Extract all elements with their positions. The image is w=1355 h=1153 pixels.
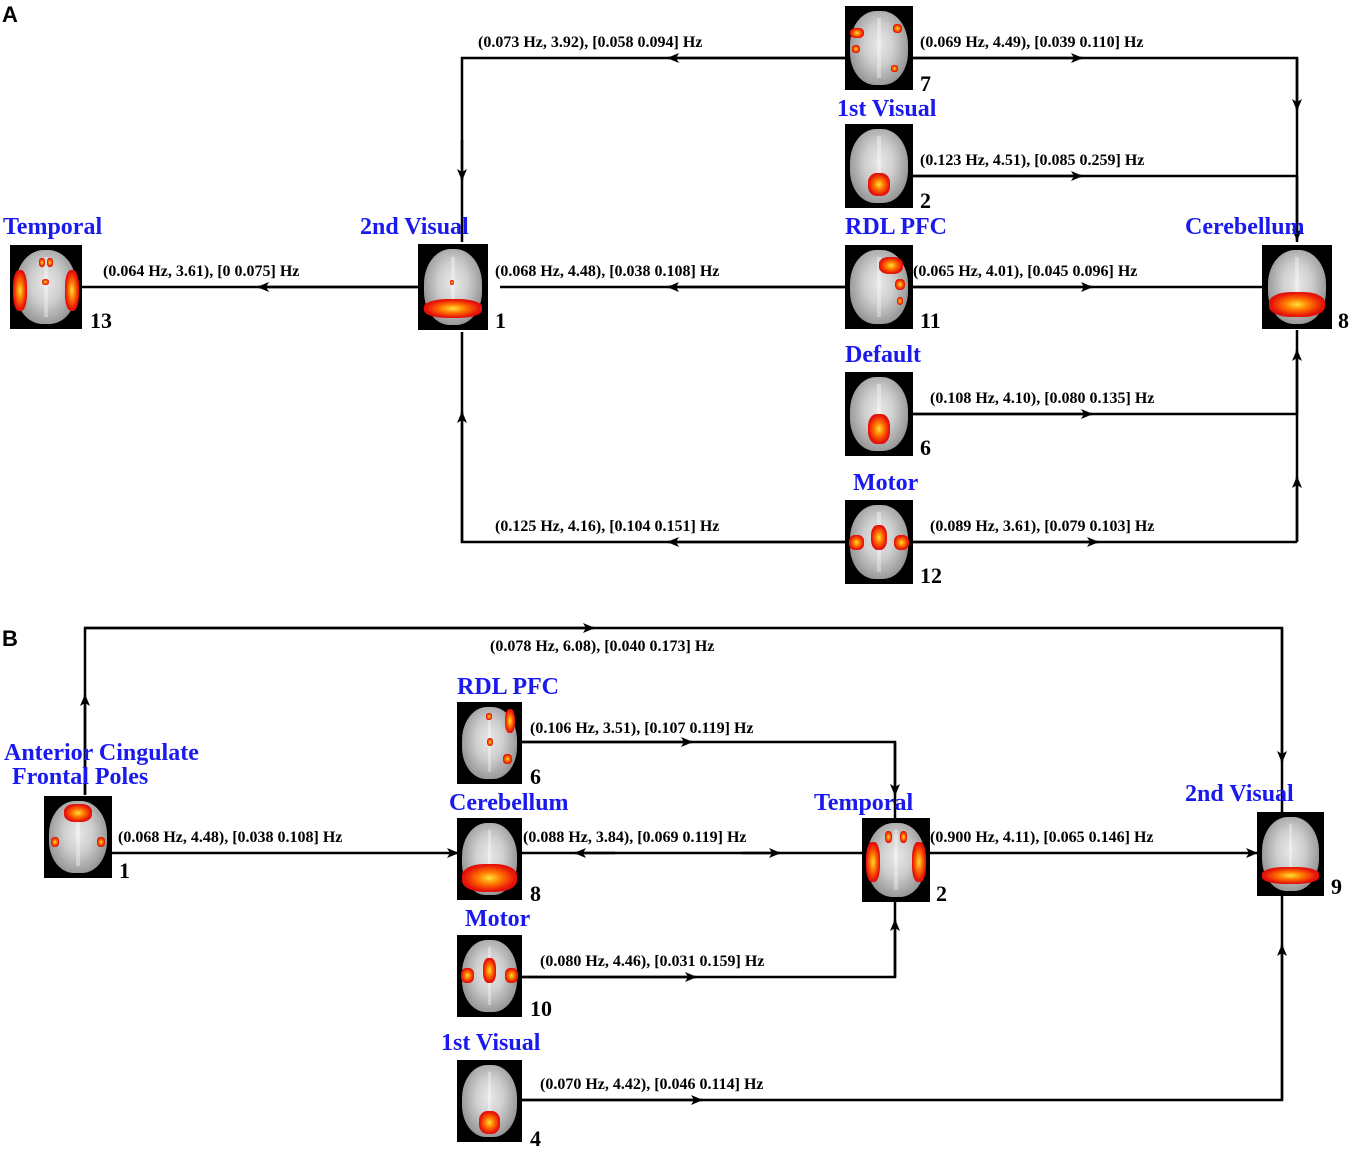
node-title-1st-visual: 1st Visual (837, 96, 937, 122)
node-title-cerebellum: Cerebellum (449, 790, 569, 816)
edge-7-to-1 (460, 56, 845, 242)
edge-label-a-11-1: (0.068 Hz, 4.48), [0.038 0.108] Hz (495, 263, 720, 280)
brain-map-a1 (418, 244, 488, 330)
node-title-temporal: Temporal (814, 790, 914, 816)
brain-map-b6 (457, 702, 522, 784)
node-number: 2 (936, 881, 947, 906)
node-title-rdl-pfc: RDL PFC (457, 674, 559, 700)
node-number: 12 (920, 563, 942, 588)
node-number: 11 (920, 308, 941, 333)
edge-label-b-2-9: (0.900 Hz, 4.11), [0.065 0.146] Hz (930, 829, 1154, 846)
brain-map-b2 (862, 818, 930, 902)
edge-label-b-1-8: (0.068 Hz, 4.48), [0.038 0.108] Hz (118, 829, 343, 846)
brain-map-b8 (457, 818, 522, 900)
node-title-motor: Motor (465, 906, 531, 932)
node-number: 10 (530, 996, 552, 1021)
brain-map-a8 (1262, 245, 1332, 329)
node-title-rdl-pfc: RDL PFC (845, 214, 947, 240)
node-title-2nd-visual: 2nd Visual (360, 214, 469, 240)
edge-label-a-12-1: (0.125 Hz, 4.16), [0.104 0.151] Hz (495, 518, 720, 535)
brain-map-a2 (845, 124, 913, 208)
node-title-motor: Motor (853, 470, 919, 496)
node-number: 13 (90, 308, 112, 333)
node-number: 1 (119, 858, 130, 883)
edge-label-a-2-8: (0.123 Hz, 4.51), [0.085 0.259] Hz (920, 152, 1145, 169)
brain-map-a13 (10, 245, 82, 329)
brain-map-b1 (44, 796, 112, 878)
edge-label-b-6-2: (0.106 Hz, 3.51), [0.107 0.119] Hz (530, 720, 754, 737)
brain-map-b4 (457, 1060, 522, 1142)
edge-label-b-10-2: (0.080 Hz, 4.46), [0.031 0.159] Hz (540, 953, 765, 970)
edge-label-b-4-9: (0.070 Hz, 4.42), [0.046 0.114] Hz (540, 1076, 764, 1093)
edge-4-to-9 (522, 896, 1284, 1102)
node-number: 9 (1331, 874, 1342, 899)
brain-map-b9 (1257, 812, 1324, 896)
node-number: 2 (920, 188, 931, 213)
panel-a-label: A (2, 2, 18, 27)
brain-map-a7 (845, 6, 913, 90)
brain-map-a6 (845, 372, 913, 456)
node-title-1st-visual: 1st Visual (441, 1030, 541, 1056)
node-number: 7 (920, 71, 931, 96)
node-title-default: Default (845, 342, 921, 368)
edge-label-a-11-8: (0.065 Hz, 4.01), [0.045 0.096] Hz (913, 263, 1138, 280)
node-number: 6 (530, 764, 541, 789)
edge-label-b-1-9: (0.078 Hz, 6.08), [0.040 0.173] Hz (490, 638, 715, 655)
edge-label-a-1-13: (0.064 Hz, 3.61), [0 0.075] Hz (103, 263, 300, 280)
node-title-anterior-cingulate: Anterior Cingulate (4, 740, 199, 766)
node-number: 4 (530, 1126, 541, 1151)
brain-map-b10 (457, 935, 522, 1017)
panel-b-label: B (2, 626, 18, 651)
brain-map-a11 (845, 245, 913, 329)
node-number: 8 (1338, 308, 1349, 333)
edge-label-b-8-2: (0.088 Hz, 3.84), [0.069 0.119] Hz (523, 829, 747, 846)
edge-label-a-6-8: (0.108 Hz, 4.10), [0.080 0.135] Hz (930, 390, 1155, 407)
node-number: 8 (530, 881, 541, 906)
edge-label-a-12-8: (0.089 Hz, 3.61), [0.079 0.103] Hz (930, 518, 1155, 535)
node-number: 6 (920, 435, 931, 460)
edge-12-to-1 (460, 332, 845, 544)
node-title-temporal: Temporal (3, 214, 103, 240)
node-title-2nd-visual: 2nd Visual (1185, 781, 1294, 807)
edge-label-a-7-8: (0.069 Hz, 4.49), [0.039 0.110] Hz (920, 34, 1144, 51)
node-title-frontal-poles: Frontal Poles (12, 764, 149, 790)
edge-label-a-7-1: (0.073 Hz, 3.92), [0.058 0.094] Hz (478, 34, 703, 51)
node-title-cerebellum: Cerebellum (1185, 214, 1305, 240)
brain-map-a12 (845, 500, 913, 584)
node-number: 1 (495, 308, 506, 333)
